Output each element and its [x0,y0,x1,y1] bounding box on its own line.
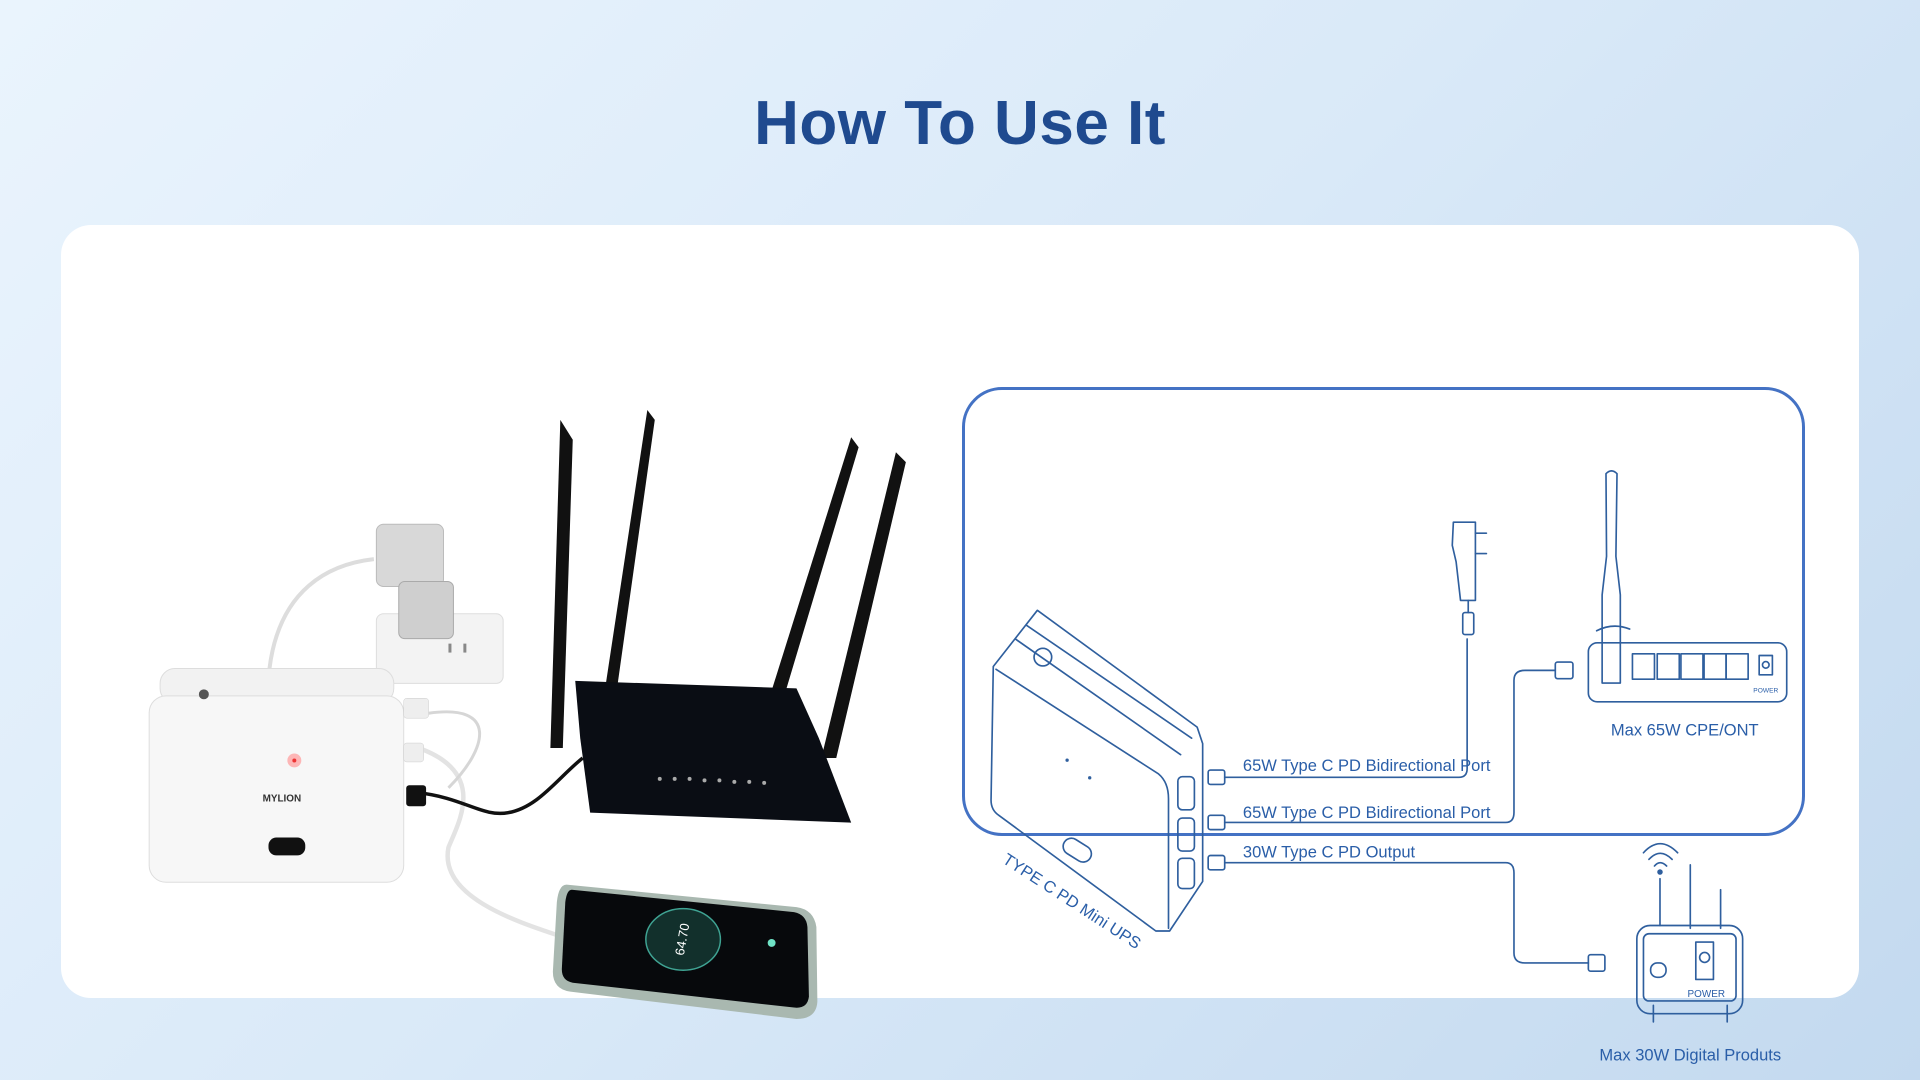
cpe-label: Max 65W CPE/ONT [1611,720,1759,739]
ups-outline-icon [990,609,1204,932]
white-cable [428,710,482,789]
port3-label: 30W Type C PD Output [1243,843,1416,862]
black-cable [418,756,584,816]
smartphone: 64.70 [552,884,818,1019]
router-antenna [756,437,859,739]
phone-battery-text: 64.70 [672,922,692,956]
product-photo: MYLION 64.70 [148,409,906,1019]
router-antenna [597,409,655,739]
white-cable [267,557,375,669]
connection-diagram-frame [962,387,1805,836]
usb-c-connector-icon [1207,769,1226,871]
digital-products-label: Max 30W Digital Produts [1599,1045,1781,1064]
wifi-router-icon: POWER [1587,842,1744,1023]
cpe-power-label: POWER [1753,687,1778,694]
page-title: How To Use It [754,89,1166,158]
router-antenna [821,452,906,758]
digital-power-label: POWER [1688,989,1725,1000]
cpe-router-icon: POWER [1554,470,1788,703]
router-body [575,680,852,823]
port2-label: 65W Type C PD Bidirectional Port [1243,803,1491,822]
router-antenna [550,419,573,749]
connection-diagram: TYPE C PD Mini UPS POWER Max 65W CPE/ONT… [990,470,1788,1064]
wall-adapter-icon [1451,521,1488,636]
port1-label: 65W Type C PD Bidirectional Port [1243,756,1491,775]
brand-logo: MYLION [263,794,302,805]
charger-adapter [375,523,444,587]
